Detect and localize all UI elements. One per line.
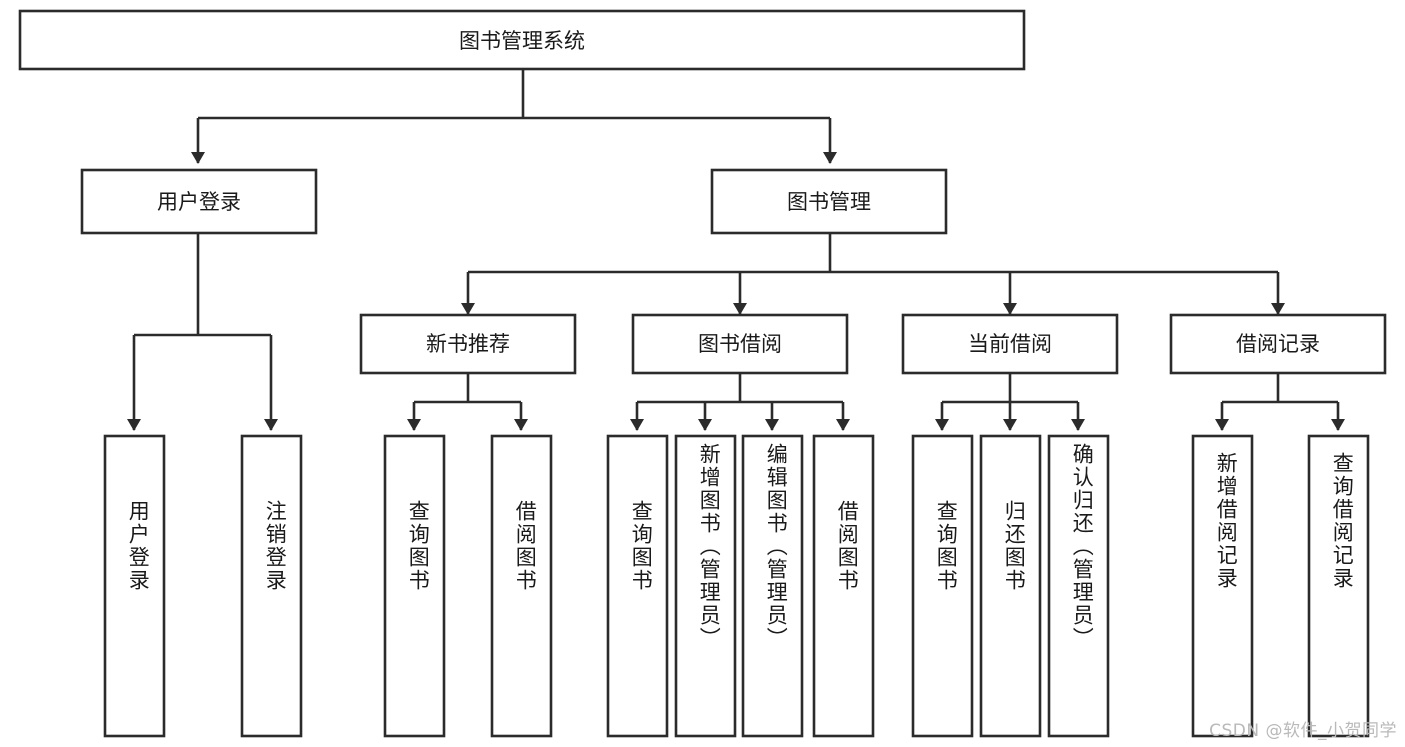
node-leaf-box[interactable] <box>979 434 1042 738</box>
node-borrow-record-label: 借阅记录 <box>1236 332 1320 356</box>
node-new-book-label: 新书推荐 <box>426 332 510 356</box>
node-leaf-box[interactable] <box>674 434 737 738</box>
node-root-label: 图书管理系统 <box>459 29 585 53</box>
nodes-layer: 图书管理系统 用户登录 图书管理 新书推荐 图书借阅 当前借阅 借阅记录 <box>18 9 1387 738</box>
node-leaf-box[interactable] <box>741 434 804 738</box>
edges-layer <box>127 69 1345 431</box>
node-leaf-box[interactable] <box>1047 434 1110 738</box>
csdn-watermark: CSDN @软件_小贺同学 <box>1209 721 1397 741</box>
node-current-borrow-box[interactable] <box>901 313 1119 375</box>
node-borrow-record-box[interactable] <box>1169 313 1387 375</box>
node-book-borrow-label: 图书借阅 <box>698 332 782 356</box>
node-leaf-box[interactable] <box>383 434 446 738</box>
node-leaf-box[interactable] <box>1191 434 1254 738</box>
node-leaf-box[interactable] <box>1307 434 1370 738</box>
node-leaf-box[interactable] <box>240 434 303 738</box>
node-leaf-box[interactable] <box>490 434 553 738</box>
node-book-manage-box[interactable] <box>710 168 948 235</box>
node-current-borrow-label: 当前借阅 <box>968 332 1052 356</box>
node-user-login-box[interactable] <box>80 168 318 235</box>
node-new-book-box[interactable] <box>359 313 577 375</box>
node-leaf-box[interactable] <box>606 434 669 738</box>
node-leaf-box[interactable] <box>103 434 166 738</box>
node-leaf-box[interactable] <box>812 434 875 738</box>
node-book-borrow-box[interactable] <box>631 313 849 375</box>
node-leaf-box[interactable] <box>911 434 974 738</box>
node-user-login-label: 用户登录 <box>157 190 241 214</box>
node-book-manage-label: 图书管理 <box>787 190 871 214</box>
node-root-box[interactable] <box>18 9 1026 71</box>
